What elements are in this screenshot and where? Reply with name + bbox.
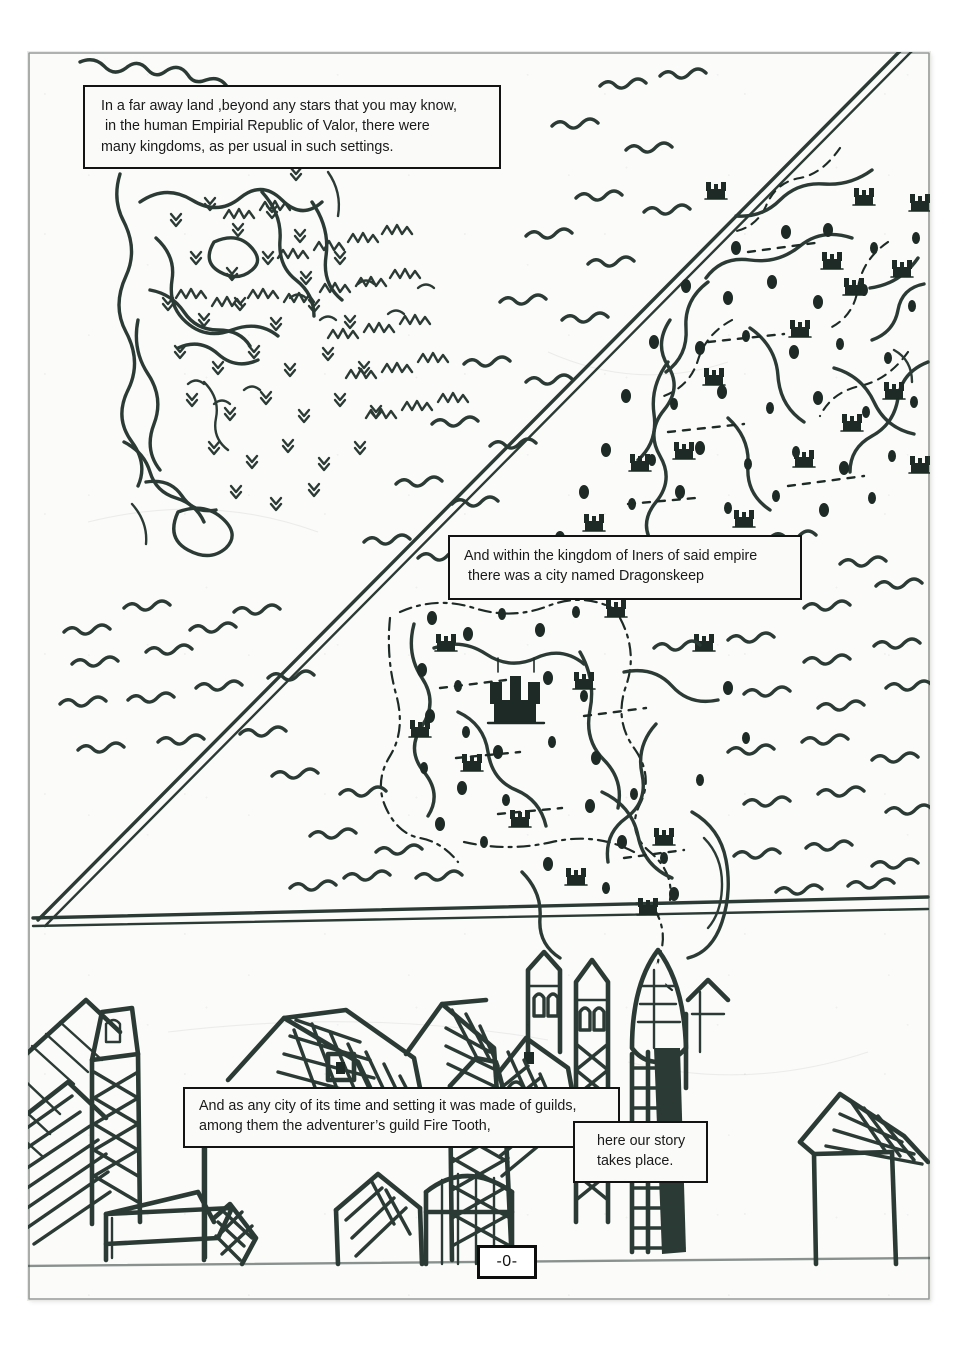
building-flat-roof-house bbox=[103, 1189, 259, 1267]
building-left-tower bbox=[89, 1005, 143, 1227]
caption-story-line-2: takes place. bbox=[597, 1153, 674, 1170]
building-left-gable bbox=[28, 1079, 112, 1246]
caption-kingdom: And within the kingdom of Iners of said … bbox=[448, 535, 802, 600]
road-dashes bbox=[626, 240, 866, 506]
road-dashes-lower bbox=[438, 678, 686, 860]
page-number-plaque: -0- bbox=[477, 1245, 537, 1279]
caption-kingdom-line-1: And within the kingdom of Iners of said … bbox=[464, 548, 758, 564]
settlement-dots-lower bbox=[417, 606, 750, 901]
building-mid-right-column bbox=[683, 990, 702, 1091]
building-upper-right-roof bbox=[403, 997, 501, 1111]
caption-intro-line-1: In a far away land ,beyond any stars tha… bbox=[101, 98, 458, 114]
caption-guilds: And as any city of its time and setting … bbox=[183, 1087, 620, 1148]
paper-sheet: .ink { stroke:#2b3a34; fill:none; stroke… bbox=[28, 52, 930, 1300]
building-right-lone-house bbox=[797, 1091, 930, 1267]
building-domed-base bbox=[423, 1170, 515, 1267]
building-right-fragment bbox=[685, 977, 731, 1016]
caption-guilds-line-1: And as any city of its time and setting … bbox=[199, 1098, 577, 1114]
settlement-dots-upper bbox=[555, 223, 920, 556]
mountain-symbols bbox=[174, 199, 470, 420]
panel-divider-horizontal bbox=[31, 895, 930, 928]
region-kingdom-of-iners bbox=[58, 529, 930, 992]
building-small-gable-center bbox=[333, 1171, 425, 1267]
page-frame bbox=[28, 52, 930, 1300]
dragonskeep-fortress bbox=[486, 657, 546, 725]
hill-ticks bbox=[186, 279, 436, 406]
castle-symbols-upper bbox=[582, 181, 930, 532]
panel-divider-diagonal bbox=[36, 52, 913, 928]
region-forest-rivers bbox=[78, 58, 470, 558]
caption-story: here our story takes place. bbox=[573, 1121, 708, 1183]
caption-kingdom-line-2: there was a city named Dragonskeep bbox=[464, 568, 704, 585]
caption-guilds-line-2: among them the adventurer’s guild Fire T… bbox=[199, 1118, 491, 1135]
caption-intro: In a far away land ,beyond any stars tha… bbox=[83, 85, 501, 169]
caption-intro-line-3: many kingdoms, as per usual in such sett… bbox=[101, 138, 394, 155]
caption-story-line-1: here our story bbox=[597, 1133, 686, 1149]
caption-intro-line-2: in the human Empirial Republic of Valor,… bbox=[101, 118, 430, 135]
fire-tooth-spire-tower bbox=[629, 947, 689, 1255]
